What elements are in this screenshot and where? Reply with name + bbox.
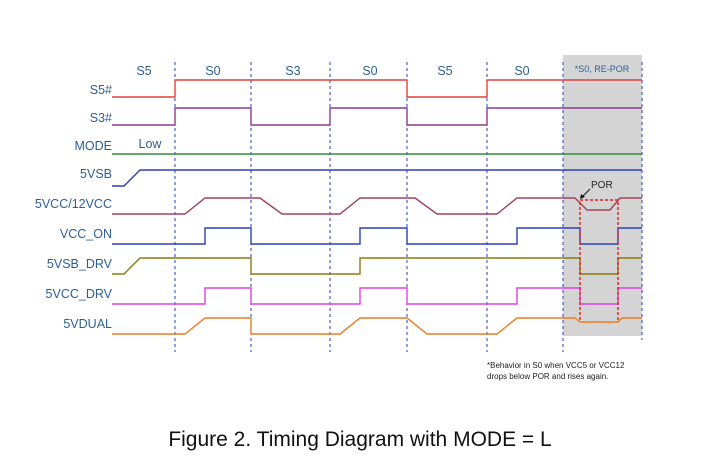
signal-label-5vdual: 5VDUAL <box>63 317 112 331</box>
footnote-line-1: *Behavior in S0 when VCC5 or VCC12 <box>487 361 625 370</box>
signal-label-5vsb: 5VSB <box>80 167 112 181</box>
wave-s5 <box>112 79 642 98</box>
re-por-region <box>563 55 642 336</box>
state-labels: S5 S0 S3 S0 S5 S0 *S0, RE-POR <box>136 64 629 78</box>
wave-5vsb-drv <box>112 257 642 275</box>
figure-caption: Figure 2. Timing Diagram with MODE = L <box>168 428 551 451</box>
wave-5vdual <box>112 317 642 335</box>
por-marker <box>579 199 619 320</box>
wave-5vcc-12vcc <box>112 197 642 215</box>
por-annotation: POR <box>579 180 619 320</box>
wave-5vcc-drv <box>112 287 642 305</box>
por-arrow <box>581 188 591 198</box>
wave-vcc-on <box>112 227 642 245</box>
mode-value: Low <box>139 137 163 151</box>
footnote: *Behavior in S0 when VCC5 or VCC12 drops… <box>487 361 625 381</box>
state-label: S0 <box>205 64 220 78</box>
state-label: S5 <box>136 64 151 78</box>
signal-label-mode: MODE <box>75 139 113 153</box>
signal-label-5vcc-drv: 5VCC_DRV <box>46 287 113 301</box>
state-label: S3 <box>285 64 300 78</box>
signal-label-s3: S3# <box>90 111 112 125</box>
por-label: POR <box>591 180 613 191</box>
signal-labels: S5# S3# MODE 5VSB 5VCC/12VCC VCC_ON 5VSB… <box>35 83 113 331</box>
signal-label-s5: S5# <box>90 83 112 97</box>
wave-5vsb <box>112 169 642 187</box>
state-label: S0 <box>514 64 529 78</box>
state-label: S0 <box>362 64 377 78</box>
footnote-line-2: drops below POR and rises again. <box>487 372 608 381</box>
signal-label-5vsb-drv: 5VSB_DRV <box>47 257 113 271</box>
re-por-label: *S0, RE-POR <box>575 64 630 74</box>
signal-label-vcc-on: VCC_ON <box>60 227 112 241</box>
signal-label-5vcc-12vcc: 5VCC/12VCC <box>35 197 112 211</box>
por-arrow-head <box>580 194 585 199</box>
state-label: S5 <box>437 64 452 78</box>
waveforms: Low <box>112 79 642 335</box>
wave-s3 <box>112 107 642 126</box>
